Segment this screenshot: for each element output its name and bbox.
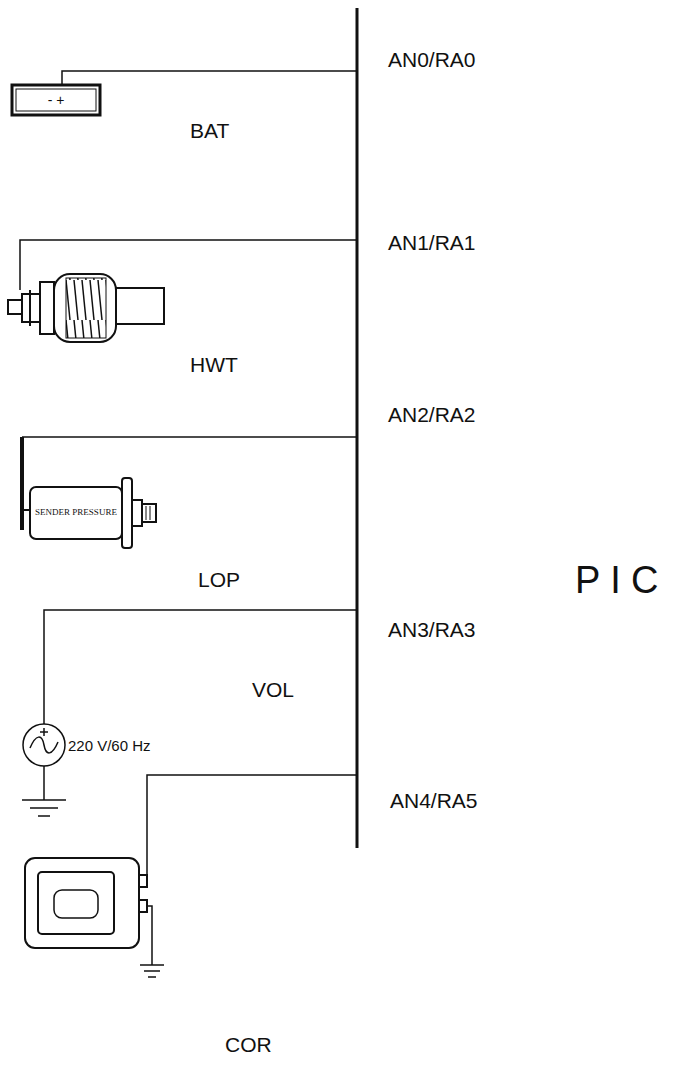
node-text: SENDER PRESSURE <box>35 507 117 517</box>
part-name: HWT <box>190 353 238 376</box>
battery-terminals: - + <box>16 89 96 111</box>
part-name: VOL <box>252 678 294 701</box>
pic-bus <box>356 8 359 848</box>
bat-wire <box>62 71 357 85</box>
cor-wire <box>147 775 357 880</box>
node-text: - + <box>48 92 65 108</box>
pin-label: AN4/RA5 <box>390 789 478 812</box>
pin-label: AN3/RA3 <box>388 618 476 641</box>
pin-label: AN2/RA2 <box>388 403 476 426</box>
pin-label: AN0/RA0 <box>388 48 476 71</box>
part-name: COR <box>225 1033 272 1056</box>
vol-wire <box>44 610 357 724</box>
ac-source <box>22 724 66 816</box>
rating-label: 220 V/60 Hz <box>68 738 151 755</box>
lop-wire <box>22 436 357 438</box>
pin-label: AN1/RA1 <box>388 231 476 254</box>
part-name: LOP <box>198 568 240 591</box>
battery-inner <box>16 89 96 111</box>
pressure-sender <box>22 478 156 548</box>
sender-label: SENDER PRESSURE <box>33 492 119 532</box>
lop-terminal <box>20 437 24 530</box>
part-name: BAT <box>190 119 229 142</box>
chip-name: PIC <box>575 560 668 602</box>
battery-case <box>12 85 100 115</box>
current-sensor <box>25 858 164 977</box>
temperature-sensor <box>8 274 164 342</box>
